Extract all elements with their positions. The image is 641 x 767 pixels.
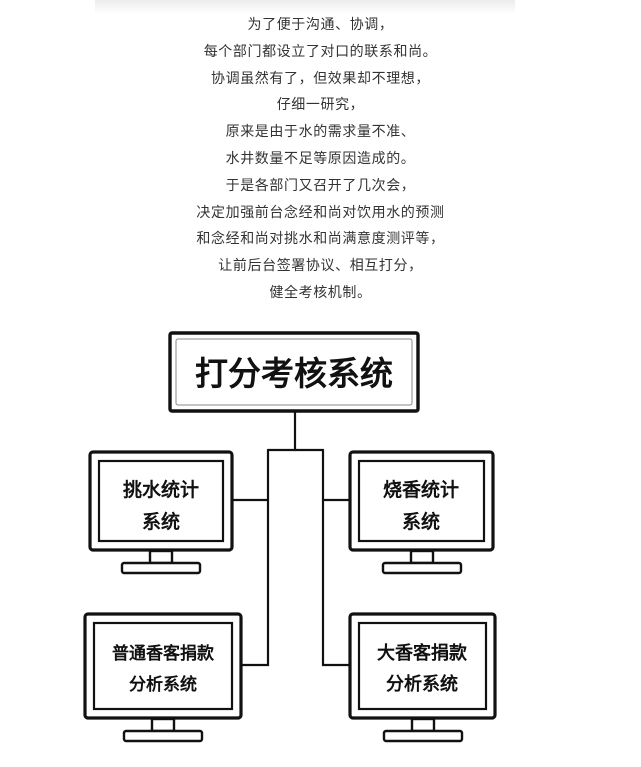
diagram-title: 打分考核系统 [195,354,393,393]
top-fade-decoration [95,0,515,14]
story-line: 水井数量不足等原因造成的。 [225,150,416,167]
story-line: 协调虽然有了，但效果却不理想， [211,70,430,87]
monitor-top-left: 挑水统计 系统 [88,450,234,575]
story-line: 健全考核机制。 [269,284,372,301]
story-line: 决定加强前台念经和尚对饮用水的预测 [196,204,445,221]
story-line: 每个部门都设立了对口的联系和尚。 [203,43,438,60]
monitor-top-left-line1: 挑水统计 [123,478,199,501]
story-line: 为了便于沟通、协调， [247,17,394,33]
monitor-top-right-line2: 系统 [402,510,440,533]
monitor-bottom-right-line1: 大香客捐款 [377,642,468,664]
monitor-bottom-right: 大香客捐款 分析系统 [348,612,497,743]
monitor-bottom-right-line2: 分析系统 [386,673,458,695]
monitor-bottom-left-line2: 分析系统 [129,674,197,695]
monitor-top-right: 烧香统计 系统 [348,450,495,575]
monitor-bottom-left-line1: 普通香客捐款 [112,643,215,664]
story-line: 仔细一研究， [276,97,365,114]
monitor-bottom-left: 普通香客捐款 分析系统 [83,612,243,743]
story-line: 原来是由于水的需求量不准、 [225,124,416,141]
monitor-top-left-line2: 系统 [142,510,180,533]
story-text: 为了便于沟通、协调， 每个部门都设立了对口的联系和尚。 协调虽然有了，但效果却不… [0,12,641,307]
connector-lines [230,410,352,667]
title-box: 打分考核系统 [168,331,420,413]
story-line: 于是各部门又召开了几次会， [225,177,416,194]
story-line: 让前后台签署协议、相互打分， [218,258,423,275]
story-line: 和念经和尚对挑水和尚满意度测评等， [196,231,445,248]
monitor-top-right-line1: 烧香统计 [383,478,459,501]
